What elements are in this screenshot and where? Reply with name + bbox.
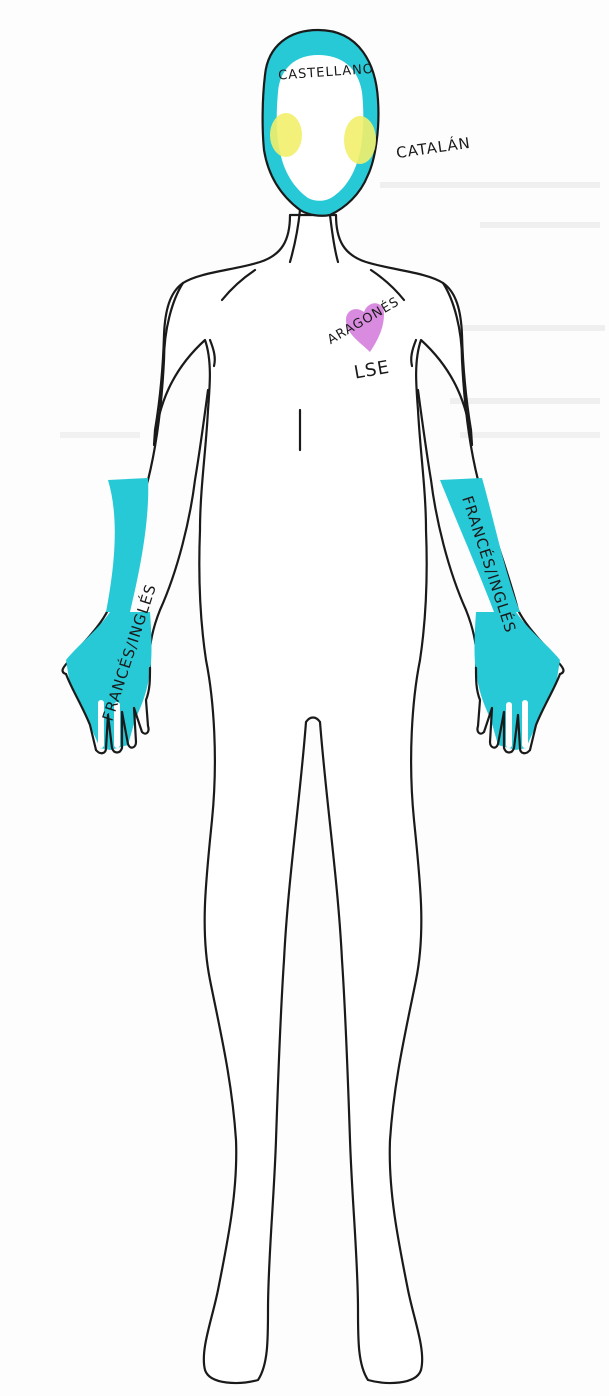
left-cheek-highlight [270, 113, 302, 157]
cheek-label: CATALÁN [395, 133, 472, 162]
right-cheek-highlight [344, 116, 376, 164]
torso-legs-outline [154, 215, 472, 1383]
body-outline [63, 215, 564, 1383]
